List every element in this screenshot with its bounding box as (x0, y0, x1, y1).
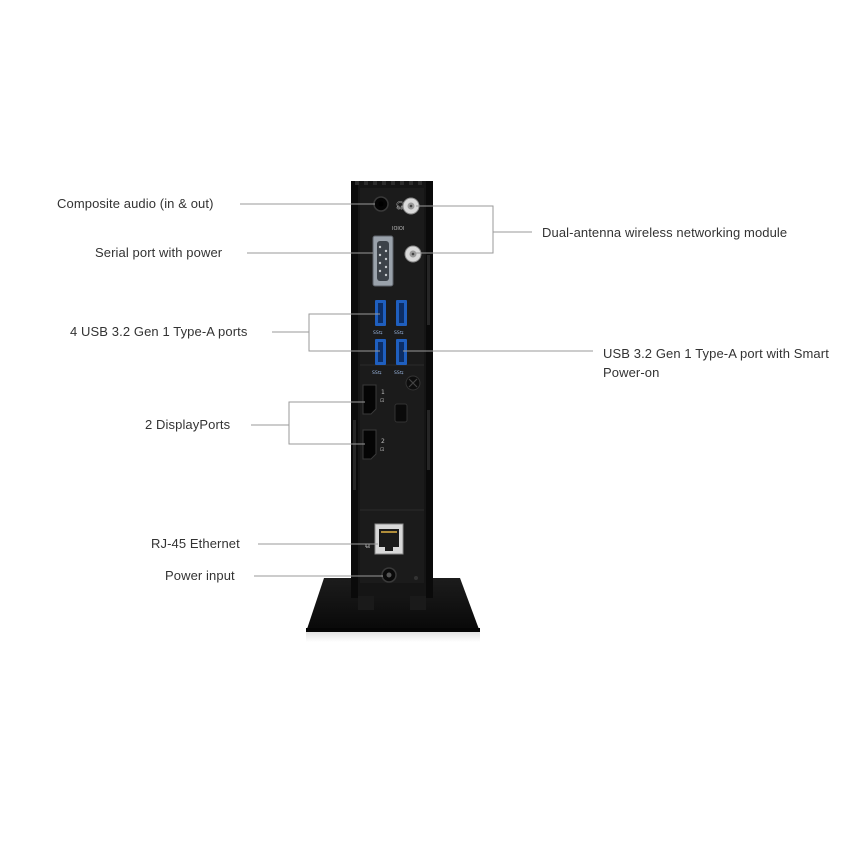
antenna-connector-2 (404, 245, 422, 263)
leader-wireless-bracket (416, 205, 494, 254)
displayport-2-icon: ⊡ (380, 447, 384, 453)
usb-logo-3: SS⇆ (372, 370, 382, 376)
label-ethernet: RJ-45 Ethernet (151, 536, 240, 551)
usb-logo-1: SS⇆ (373, 330, 383, 336)
label-power-input: Power input (165, 568, 235, 583)
usb-port-1 (375, 300, 386, 326)
displayport-1-number: 1 (381, 389, 385, 396)
leader-displayport-bracket (288, 401, 365, 445)
stand-base (306, 578, 480, 642)
label-displayports: 2 DisplayPorts (145, 417, 231, 432)
displayport-2 (362, 429, 377, 460)
serial-mark: IOIOI (392, 226, 404, 232)
serial-port: IOIOI (372, 226, 404, 287)
label-usb-ports: 4 USB 3.2 Gen 1 Type-A ports (70, 324, 248, 339)
usb-logo-2: SS⇆ (394, 330, 404, 336)
label-usb-smart-power: USB 3.2 Gen 1 Type-A port with Smart Pow… (603, 346, 829, 380)
lock-slot (394, 403, 408, 423)
usb-port-4-smart-power (396, 339, 407, 365)
antenna-connector-1 (402, 197, 420, 215)
chassis-screw (405, 375, 421, 391)
leader-lines (240, 203, 593, 577)
network-icon: ⧉ (365, 542, 370, 550)
displayport-1 (362, 384, 377, 415)
ethernet-port (374, 523, 404, 555)
displayport-2-number: 2 (381, 438, 385, 445)
label-serial-port: Serial port with power (95, 245, 223, 260)
displayport-1-icon: ⊡ (380, 398, 384, 404)
label-composite-audio: Composite audio (in & out) (57, 196, 214, 211)
power-input-jack (381, 567, 418, 583)
label-wireless-module: Dual-antenna wireless networking module (542, 225, 788, 240)
usb-logo-4: SS⇆ (394, 370, 404, 376)
usb-port-2 (396, 300, 407, 326)
usb-port-3 (375, 339, 386, 365)
leader-usb-bracket (308, 313, 380, 352)
headset-icon: 🎧︎ (395, 201, 405, 210)
